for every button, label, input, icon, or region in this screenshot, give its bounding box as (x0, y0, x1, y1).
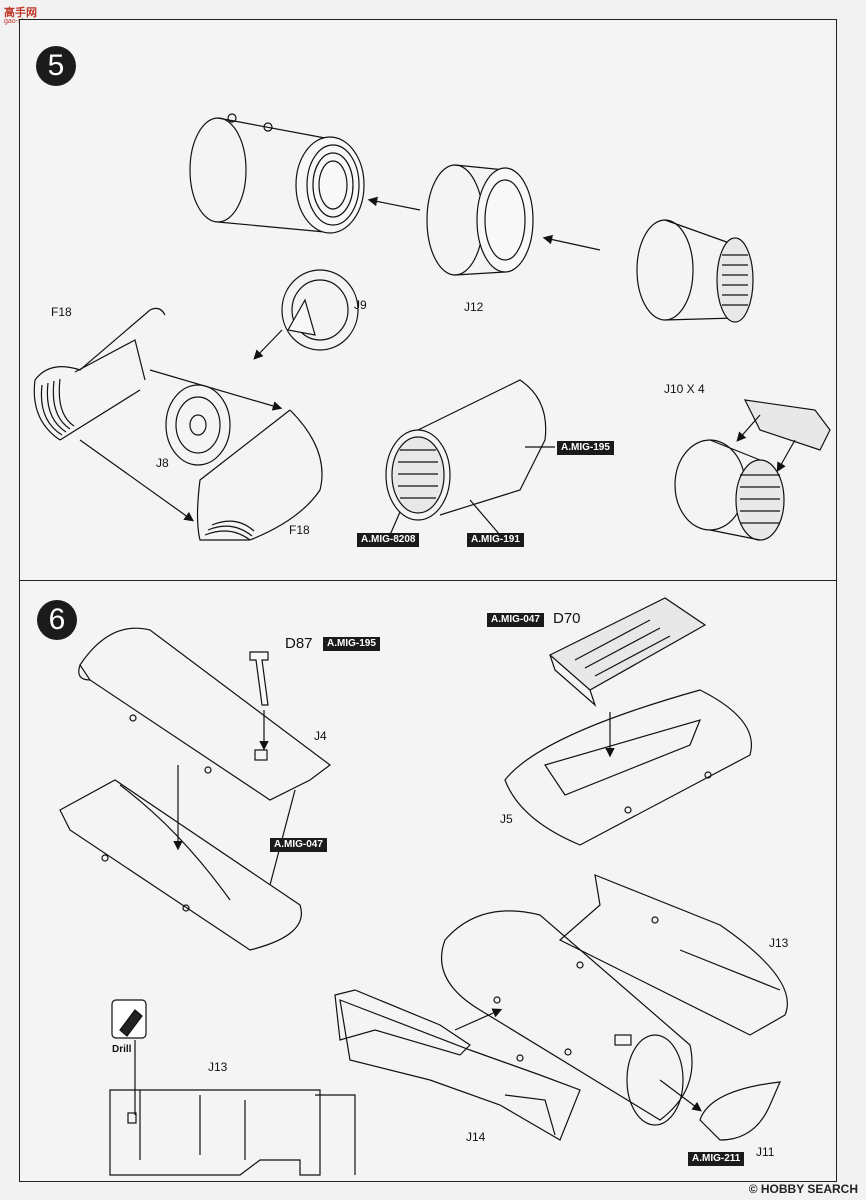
badge-a-mig-195-step5: A.MIG-195 (557, 441, 614, 455)
site-logo: 高手网 (4, 7, 37, 19)
j8-fan-part (165, 384, 231, 466)
label-f18-top: F18 (51, 305, 72, 319)
step-divider (19, 580, 837, 581)
label-j11: J11 (756, 1145, 775, 1159)
step-6-badge: 6 (37, 600, 77, 640)
nozzle-part-right (636, 219, 754, 323)
hobby-search-watermark: © HOBBY SEARCH (749, 1182, 858, 1196)
badge-a-mig-211: A.MIG-211 (688, 1152, 745, 1166)
rear-fuselage-tube (441, 910, 693, 1126)
label-d70: D70 (553, 610, 581, 627)
f18-shell-top (33, 307, 166, 441)
nozzle-part-center (385, 379, 547, 521)
j11-part (699, 1081, 781, 1141)
nozzle-part-lower-right (674, 439, 785, 541)
j5-panel-part (504, 689, 752, 846)
badge-a-mig-047-top: A.MIG-047 (487, 613, 544, 627)
label-j10: J10 X 4 (664, 382, 705, 396)
label-j4: J4 (314, 729, 327, 743)
j13-part-right (558, 874, 788, 1036)
watermark-text: HOBBY SEARCH (760, 1182, 858, 1196)
label-f18-bottom: F18 (289, 523, 310, 537)
step-5-badge: 5 (36, 46, 76, 86)
label-j9: J9 (354, 298, 367, 312)
j10-flap-part (743, 399, 831, 451)
badge-a-mig-8208: A.MIG-8208 (357, 533, 420, 547)
d70-bay-part (548, 597, 707, 707)
label-j5: J5 (500, 812, 513, 826)
label-j12: J12 (464, 300, 484, 314)
badge-a-mig-191: A.MIG-191 (467, 533, 524, 547)
label-j14: J14 (466, 1130, 486, 1144)
d87-rod-part (249, 651, 269, 706)
lower-panel-part-left (59, 779, 302, 951)
drill-icon (111, 999, 147, 1039)
fuselage-tube-part (189, 113, 365, 234)
badge-a-mig-195-step6: A.MIG-195 (323, 637, 380, 651)
label-j13-left: J13 (208, 1060, 228, 1074)
label-d87: D87 (285, 635, 313, 652)
j14-part (339, 999, 581, 1141)
j9-cone-part (281, 269, 359, 351)
label-drill: Drill (112, 1044, 132, 1055)
label-j13-right: J13 (769, 936, 789, 950)
label-j8: J8 (156, 456, 169, 470)
j4-panel-part (78, 627, 331, 801)
watermark-mark: © (748, 1182, 758, 1196)
f18-shell-bottom (196, 409, 323, 541)
instruction-frame (19, 19, 837, 1182)
j12-ring-part (426, 164, 534, 276)
badge-a-mig-047-left: A.MIG-047 (270, 838, 327, 852)
j13-part-left (109, 1089, 356, 1176)
